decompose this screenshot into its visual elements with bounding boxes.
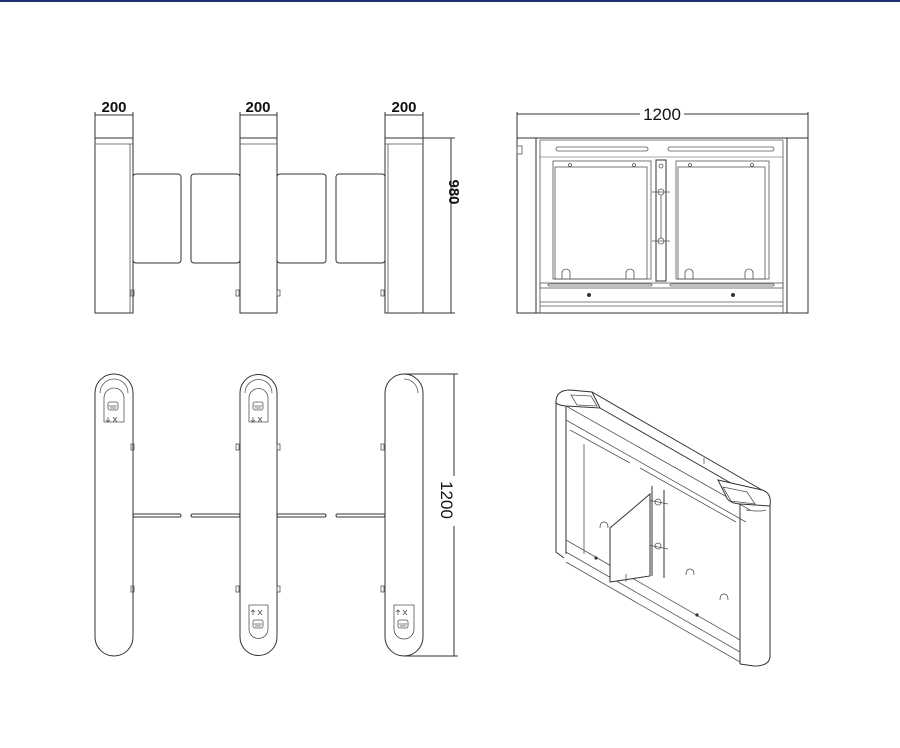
front-wing-4 <box>335 173 386 264</box>
side-view: 1200 <box>516 105 809 314</box>
iso-center-post <box>647 458 705 578</box>
top-unit-middle <box>235 374 281 656</box>
side-door-left <box>552 160 652 280</box>
front-height-label: 980 <box>445 179 462 204</box>
card-reader-icon <box>252 619 264 629</box>
front-width-label-2: 200 <box>245 99 270 116</box>
top-length-dim: 1200 <box>404 373 458 657</box>
iso-open-wing <box>609 492 651 583</box>
arrow-cross-icon <box>395 609 408 616</box>
front-width-dim-1: 200 <box>94 99 134 138</box>
card-reader-icon <box>397 619 409 629</box>
front-width-label-3: 200 <box>391 99 416 116</box>
top-unit-right <box>380 373 424 657</box>
card-reader-icon <box>252 401 264 411</box>
side-width-dim: 1200 <box>516 105 809 138</box>
side-door-right <box>675 160 770 280</box>
arrow-cross-icon <box>250 416 263 423</box>
side-width-label: 1200 <box>643 105 681 124</box>
top-wing-1 <box>132 513 182 518</box>
top-length-label: 1200 <box>437 481 456 519</box>
arrow-cross-icon <box>105 416 118 423</box>
front-wing-2 <box>190 173 241 264</box>
front-wing-3 <box>276 173 327 264</box>
arrow-cross-icon <box>250 609 263 616</box>
front-cabinet-middle <box>235 137 281 314</box>
iso-cabinet-right <box>717 479 771 667</box>
front-width-dim-2: 200 <box>239 99 278 138</box>
top-view: 1200 <box>94 373 458 657</box>
top-unit-left <box>94 373 135 657</box>
front-wing-1 <box>132 173 182 264</box>
top-wing-3 <box>276 513 327 518</box>
front-cabinet-left <box>94 137 135 314</box>
front-view: 200 200 200 980 <box>94 99 462 314</box>
front-cabinet-right <box>380 137 424 314</box>
header-rule <box>0 0 900 2</box>
front-height-dim: 980 <box>423 137 462 314</box>
iso-cabinet-left <box>555 389 601 559</box>
side-center-post <box>652 159 670 282</box>
front-width-label-1: 200 <box>101 99 126 116</box>
top-wing-4 <box>335 513 386 518</box>
top-wing-2 <box>190 513 241 518</box>
isometric-view <box>555 389 771 667</box>
card-reader-icon <box>107 401 119 411</box>
front-width-dim-3: 200 <box>384 99 424 138</box>
